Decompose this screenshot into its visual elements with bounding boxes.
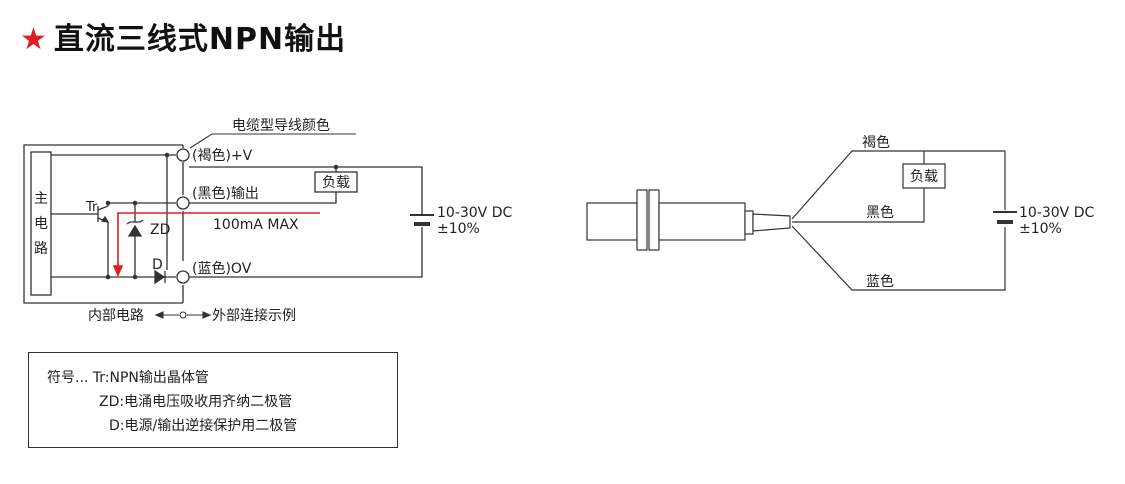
terminal-blue-label: (蓝色)OV: [192, 260, 252, 277]
symbol-legend: 符号... Tr:NPN输出晶体管 ZD:电涌电压吸收用齐纳二极管 D:电源/输…: [28, 352, 398, 448]
block-label-2: 电: [34, 216, 48, 232]
right-supply-voltage: 10-30V DC: [1019, 205, 1094, 221]
transistor-symbol: [97, 205, 110, 223]
right-load-label: 负载: [910, 169, 938, 185]
star-icon: ★: [20, 22, 48, 57]
terminal-black-label: (黑色)输出: [192, 185, 259, 202]
main-circuit-block: [30, 151, 52, 296]
terminal-brown-label: (褐色)+V: [192, 147, 253, 164]
sensor-body: [586, 189, 791, 251]
left-load-label: 负载: [322, 175, 350, 191]
left-load-box: [314, 171, 358, 193]
left-supply-tolerance: ±10%: [437, 221, 480, 237]
legend-line-3: D:电源/输出逆接保护用二极管: [109, 418, 298, 434]
transistor-label: Tr: [85, 200, 98, 215]
cable-wires: [791, 150, 1006, 291]
diode-symbol: [154, 269, 166, 285]
legend-line-2: ZD:电涌电压吸收用齐纳二极管: [99, 394, 293, 410]
title-text: 直流三线式NPN输出: [53, 22, 347, 57]
right-battery-symbol: [993, 211, 1017, 224]
legend-line-1: 符号... Tr:NPN输出晶体管: [47, 370, 209, 386]
left-supply-voltage: 10-30V DC: [437, 205, 512, 221]
internal-circuit-frame: [23, 144, 184, 304]
internal-label: 内部电路: [88, 308, 144, 324]
caption-leader: [189, 133, 356, 149]
wire-brown-label: 褐色: [862, 134, 890, 151]
block-label-1: 主: [34, 191, 48, 207]
external-label: 外部连接示例: [212, 307, 296, 324]
terminal-blue: [176, 270, 190, 284]
block-label-3: 路: [34, 241, 48, 257]
left-battery-symbol: [410, 214, 434, 226]
wire-blue-label: 蓝色: [866, 273, 894, 290]
current-label: 100mA MAX: [213, 217, 299, 233]
current-path: [112, 212, 320, 277]
terminals: [176, 148, 190, 284]
junction-dots: [105, 152, 339, 280]
wire-color-caption: 电缆型导线颜色: [232, 117, 330, 134]
zener-label: ZD: [150, 222, 170, 238]
right-supply-tolerance: ±10%: [1019, 221, 1062, 237]
zener-symbol: [126, 219, 144, 237]
diode-label: D: [152, 257, 163, 273]
wire-black-label: 黑色: [866, 204, 894, 221]
terminal-black: [176, 196, 190, 210]
page-title: ★直流三线式NPN输出: [20, 14, 346, 58]
external-wires: [189, 166, 423, 278]
boundary-arrows: [154, 311, 212, 319]
terminal-brown: [176, 148, 190, 162]
